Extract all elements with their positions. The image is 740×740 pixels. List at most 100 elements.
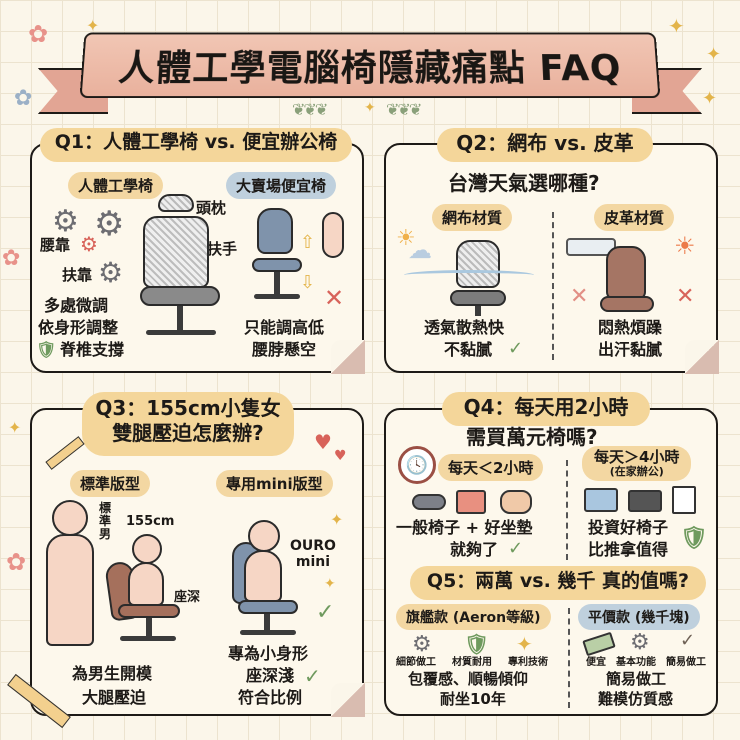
clock-icon: 🕓 — [398, 446, 436, 484]
divider — [568, 608, 570, 708]
gear-icon: ⚙ — [94, 204, 125, 244]
callout-headrest: 頭枕 — [196, 199, 227, 217]
sparkle-icon: ✦ — [330, 510, 344, 529]
gear-icon: ⚙ — [98, 256, 124, 289]
q4-right-line-2: 比推拿值得 — [588, 540, 669, 559]
q3-right-line-2: 座深淺 — [246, 666, 295, 685]
q3-heading-line-2: 雙腿壓迫怎麼辦? — [112, 421, 264, 445]
callout-armrest-support: 扶靠 — [62, 266, 93, 284]
sparkle-icon: ✦ — [86, 16, 100, 35]
arrow-down-icon: ⇩ — [300, 272, 316, 293]
q1-heading: Q1：人體工學椅 vs. 便宜辦公椅 — [40, 128, 352, 162]
q5-label-budget: 平價款 (幾千塊) — [578, 604, 700, 630]
q5-label-flagship: 旗艦款 (Aeron等級) — [396, 604, 551, 630]
q2-label-mesh: 網布材質 — [432, 204, 513, 231]
massage-icon — [500, 490, 532, 514]
shield-check-icon: 🛡 — [680, 526, 708, 551]
q5-right-line-1: 簡易做工 — [606, 670, 667, 688]
check-icon: ✓ — [304, 664, 321, 688]
q1-right-line-2: 腰脖懸空 — [252, 340, 317, 359]
q4-heading: Q4：每天用2小時 — [442, 392, 650, 426]
q4-left-line-2: 就夠了 — [450, 540, 499, 559]
flower-icon: ✿ — [28, 20, 49, 48]
vine-left-icon: ❦❦❦ — [292, 100, 328, 119]
q4-label-over-4h-sub: (在家辦公) — [609, 464, 664, 478]
ribbon: 人體工學電腦椅隱藏痛點 FAQ — [79, 32, 661, 99]
flower-icon: ✿ — [6, 548, 27, 576]
q3-heading: Q3：155cm小隻女 雙腿壓迫怎麼辦? — [82, 392, 294, 456]
no-ac-icon: ✕ — [570, 284, 589, 309]
q2-right-line-1: 悶熱煩躁 — [598, 318, 663, 337]
cushion-check-icon: ✓ — [680, 630, 696, 651]
shield-check-icon: 🛡 — [464, 632, 490, 656]
q2-right-line-2: 出汗黏膩 — [598, 340, 663, 359]
gear-icon: ⚙ — [52, 204, 79, 239]
flower-icon: ✿ — [2, 246, 21, 271]
q1-left-line-1: 多處微調 — [44, 296, 109, 315]
cross-icon: ✕ — [324, 284, 345, 312]
q1-label-cheap: 大賣場便宜椅 — [226, 172, 337, 199]
q2-heading: Q2：網布 vs. 皮革 — [437, 128, 653, 162]
q5-right-icon-label-3: 簡易做工 — [666, 657, 706, 668]
q2-left-line-1: 透氣散熱快 — [424, 318, 505, 337]
q3-label-mini: 專用mini版型 — [216, 470, 333, 497]
page-curl — [331, 340, 365, 374]
q5-left-icon-label-2: 材質耐用 — [452, 657, 492, 668]
q5-left-line-1: 包覆感、順暢傾仰 — [408, 670, 529, 688]
video-icon — [456, 490, 486, 514]
q5-heading: Q5：兩萬 vs. 幾千 真的值嗎? — [410, 566, 706, 600]
airflow-icon — [404, 270, 534, 280]
sparkle-icon: ✦ — [702, 88, 718, 109]
sparkle-icon: ✦ — [668, 14, 685, 38]
sparkle-icon: ✦ — [706, 44, 722, 65]
cross-icon: ✕ — [676, 284, 695, 309]
q3-left-line-1: 為男生開模 — [72, 664, 153, 683]
height-label: 155cm — [126, 514, 175, 529]
shield-check-icon: 🛡 — [36, 340, 57, 359]
product-name-line-1: OURO — [290, 538, 336, 554]
divider — [566, 460, 568, 560]
sparkle-icon: ✦ — [364, 100, 376, 116]
standard-man-label: 標準男 — [98, 501, 111, 542]
document-icon — [672, 486, 696, 514]
page-curl — [331, 683, 365, 717]
q3-right-line-1: 專為小身形 — [228, 644, 309, 663]
sun-icon: ☀ — [674, 232, 696, 260]
page-curl — [685, 340, 719, 374]
q4-heading-line-2: 需買萬元椅嗎? — [466, 425, 598, 449]
q4-label-over-4h: 每天＞4小時 (在家辦公) — [582, 446, 692, 481]
cloud-icon: ☁ — [408, 236, 432, 264]
q5-left-icon-label-1: 細節做工 — [396, 657, 436, 668]
sparkle-icon: ✦ — [324, 576, 336, 592]
sparkle-icon: ✦ — [8, 418, 22, 437]
q4-left-line-1: 一般椅子 + 好坐墊 — [396, 518, 533, 537]
q3-right-line-3: 符合比例 — [238, 688, 303, 707]
heart-icon: ♥ — [314, 430, 332, 454]
q5-left-icon-label-3: 專利技術 — [508, 657, 548, 668]
vine-right-icon: ❦❦❦ — [386, 100, 422, 119]
heart-icon: ♥ — [334, 448, 347, 464]
q5-right-line-2: 難模仿質感 — [598, 690, 674, 708]
gear-icon: ⚙ — [630, 630, 650, 655]
product-name-line-2: mini — [295, 554, 331, 571]
check-icon: ✓ — [508, 538, 524, 559]
q4-label-over-4h-main: 每天＞4小時 — [594, 448, 680, 466]
q5-left-line-2: 耐坐10年 — [440, 690, 506, 708]
q5-right-icon-label-2: 基本功能 — [616, 657, 656, 668]
monitor-code-icon — [584, 488, 618, 512]
callout-armrest: 扶手 — [207, 240, 238, 258]
q1-left-line-2: 依身形調整 — [38, 318, 119, 337]
q2-subheading: 台灣天氣選哪種? — [448, 171, 600, 195]
q4-right-line-1: 投資好椅子 — [588, 518, 669, 537]
spine-figure-icon — [322, 212, 344, 258]
q2-left-line-2: 不黏膩 — [444, 340, 493, 359]
seat-depth-label: 座深 — [174, 590, 201, 605]
q1-right-line-1: 只能調高低 — [244, 318, 325, 337]
check-icon: ✓ — [508, 338, 524, 359]
callout-lumbar: 腰靠 — [40, 236, 71, 254]
gear-icon: ⚙ — [80, 232, 98, 256]
gear-icon: ⚙ — [412, 632, 432, 657]
q1-label-ergonomic: 人體工學椅 — [68, 172, 164, 199]
title-banner: 人體工學電腦椅隱藏痛點 FAQ ❦❦❦ ✦ ❦❦❦ — [30, 22, 710, 122]
arrow-up-icon: ⇧ — [300, 232, 316, 253]
